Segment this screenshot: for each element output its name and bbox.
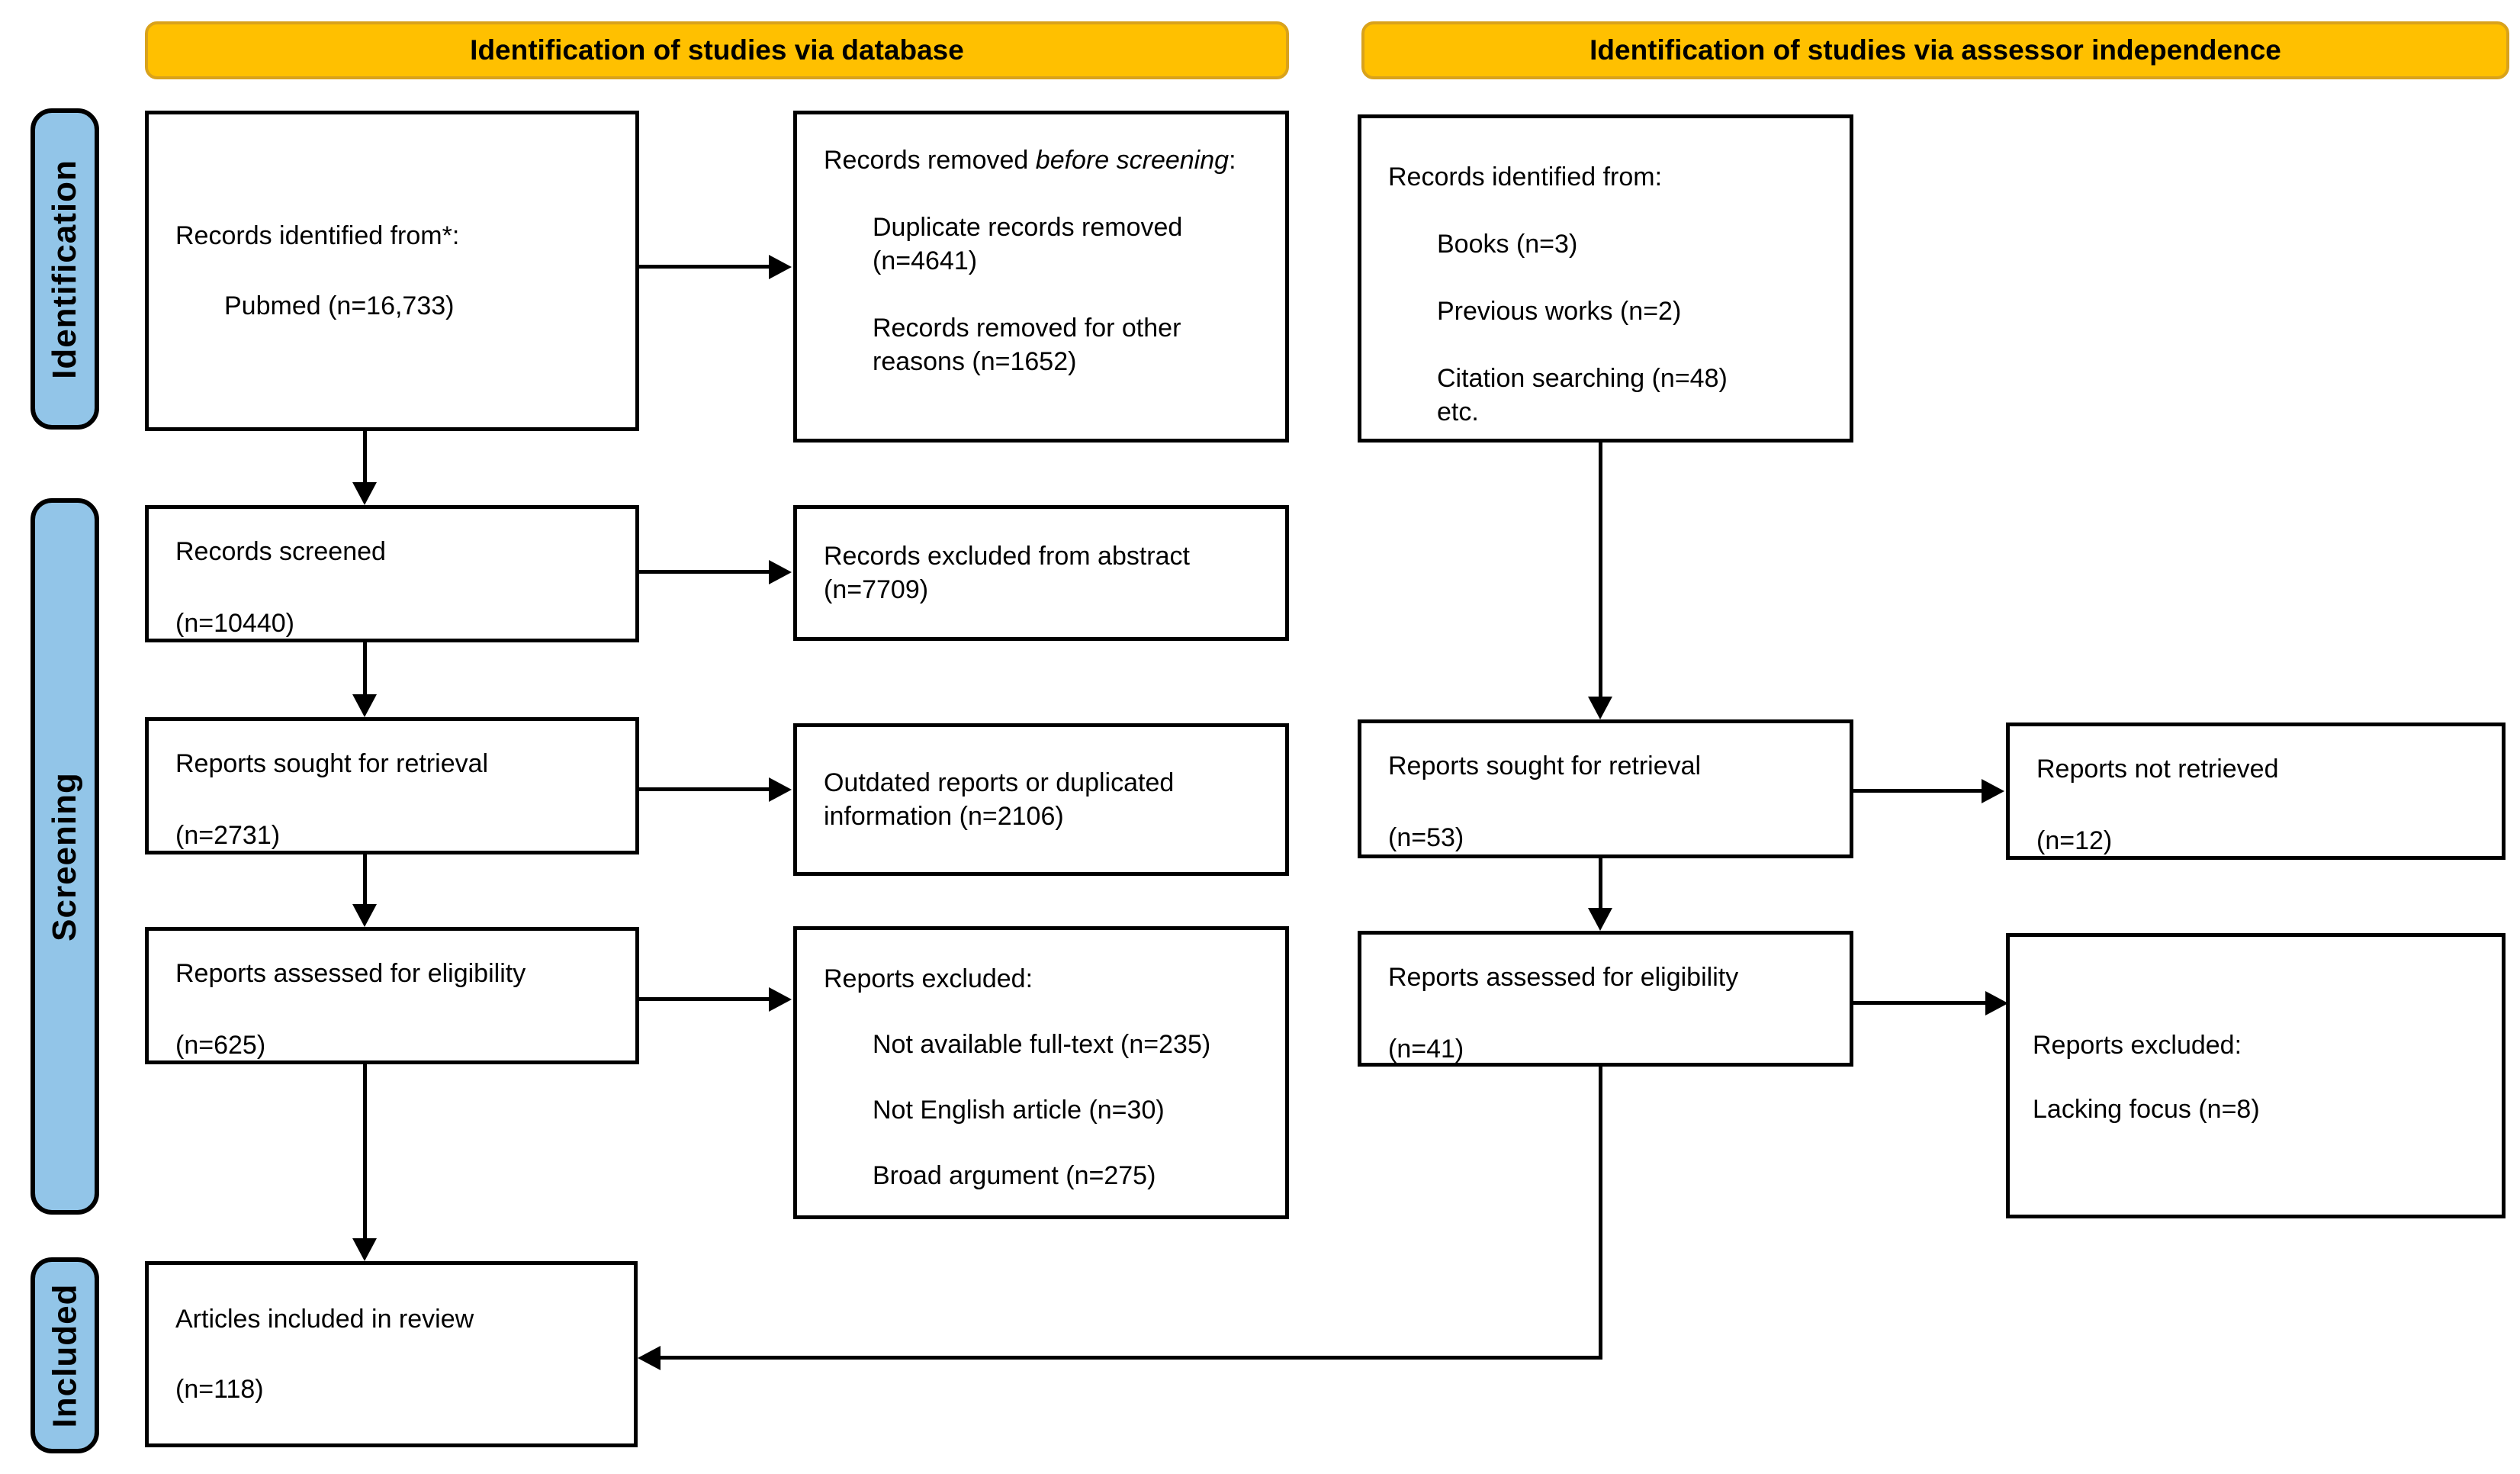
reports-excluded-db-title: Reports excluded: — [824, 964, 1033, 993]
banner-database: Identification of studies via database — [145, 21, 1289, 79]
box-records-screened: Records screened (n=10440) — [145, 505, 639, 642]
banner-assessor-label: Identification of studies via assessor i… — [1589, 34, 2281, 66]
box-outdated-reports: Outdated reports or duplicated informati… — [793, 723, 1289, 876]
records-removed-item-other: Records removed for other reasons (n=165… — [873, 314, 1181, 376]
reports-excluded-assessor-line2: Lacking focus (n=8) — [2033, 1095, 2260, 1124]
arrow-sought-to-assessed-line — [363, 854, 367, 906]
arrow-assessor-to-included-vline — [1599, 1067, 1602, 1360]
arrow-identified-to-removed-line — [639, 265, 770, 269]
arrow-screened-to-sought-head — [352, 694, 377, 717]
arrow-assessed-to-included-head — [352, 1238, 377, 1261]
records-identified-assessor-title: Records identified from: — [1388, 163, 1663, 191]
box-reports-sought-assessor: Reports sought for retrieval (n=53) — [1358, 719, 1853, 858]
arrow-assessed-to-excluded-head — [769, 987, 792, 1012]
excluded-item-fulltext: Not available full-text (n=235) — [873, 1030, 1211, 1059]
reports-not-retrieved-line1: Reports not retrieved — [2036, 755, 2279, 784]
arrow-sought-to-assessed-head — [352, 904, 377, 927]
assessor-item-previous-works: Previous works (n=2) — [1437, 297, 1682, 326]
records-identified-db-line1: Records identified from*: — [175, 221, 460, 250]
box-records-identified-db: Records identified from*: Pubmed (n=16,7… — [145, 111, 639, 431]
assessor-item-books: Books (n=3) — [1437, 230, 1578, 259]
articles-included-line1: Articles included in review — [175, 1305, 474, 1334]
box-records-removed-before-screening: Records removed before screening: Duplic… — [793, 111, 1289, 443]
arrow-assessed-to-lacking-focus-line — [1850, 1001, 1987, 1005]
arrow-assessed-to-included-line — [363, 1064, 367, 1240]
stage-identification: Identification — [31, 108, 99, 430]
banner-database-label: Identification of studies via database — [470, 34, 964, 66]
arrow-assessor-identified-to-sought-head — [1588, 697, 1612, 719]
records-identified-db-line2: Pubmed (n=16,733) — [224, 291, 455, 320]
reports-excluded-assessor-line1: Reports excluded: — [2033, 1031, 2242, 1060]
excluded-item-english: Not English article (n=30) — [873, 1096, 1165, 1125]
reports-not-retrieved-line2: (n=12) — [2036, 826, 2113, 855]
box-records-identified-assessor: Records identified from: Books (n=3) Pre… — [1358, 114, 1853, 443]
box-reports-assessed-assessor: Reports assessed for eligibility (n=41) — [1358, 931, 1853, 1067]
arrow-screened-to-excluded-line — [639, 570, 770, 574]
records-removed-title-suffix: : — [1229, 146, 1236, 175]
arrow-sought-to-outdated-line — [639, 787, 770, 791]
arrow-assessed-to-excluded-line — [639, 997, 770, 1001]
excluded-item-broad: Broad argument (n=275) — [873, 1161, 1156, 1190]
arrow-screened-to-sought-line — [363, 642, 367, 696]
box-reports-not-retrieved: Reports not retrieved (n=12) — [2006, 723, 2506, 860]
records-removed-title: Records removed before screening: — [824, 143, 1265, 177]
reports-assessed-db-line2: (n=625) — [175, 1031, 266, 1060]
arrow-sought-to-not-retrieved-head — [1982, 779, 2004, 803]
outdated-reports-text: Outdated reports or duplicated informati… — [824, 768, 1175, 831]
stage-identification-label: Identification — [46, 159, 83, 379]
arrow-assessor-sought-to-assessed-line — [1599, 858, 1602, 909]
reports-sought-assessor-line1: Reports sought for retrieval — [1388, 751, 1702, 780]
records-screened-line1: Records screened — [175, 537, 386, 566]
box-reports-excluded-db: Reports excluded: Not available full-tex… — [793, 926, 1289, 1219]
arrow-sought-to-not-retrieved-line — [1853, 789, 1983, 793]
records-screened-line2: (n=10440) — [175, 609, 294, 638]
reports-sought-assessor-line2: (n=53) — [1388, 823, 1464, 852]
arrow-assessor-sought-to-assessed-head — [1588, 908, 1612, 931]
arrow-identified-to-removed-head — [769, 255, 792, 279]
arrow-assessor-to-included-head — [638, 1346, 661, 1370]
box-reports-assessed-db: Reports assessed for eligibility (n=625) — [145, 927, 639, 1064]
records-removed-item-duplicates: Duplicate records removed (n=4641) — [873, 213, 1183, 275]
reports-assessed-db-line1: Reports assessed for eligibility — [175, 959, 526, 988]
arrow-assessor-identified-to-sought-line — [1599, 443, 1602, 698]
reports-sought-db-line1: Reports sought for retrieval — [175, 749, 489, 778]
reports-sought-db-line2: (n=2731) — [175, 821, 281, 850]
reports-assessed-assessor-line2: (n=41) — [1388, 1035, 1464, 1064]
stage-included: Included — [31, 1257, 99, 1453]
records-excluded-abstract-text: Records excluded from abstract (n=7709) — [824, 542, 1190, 604]
reports-assessed-assessor-line1: Reports assessed for eligibility — [1388, 963, 1739, 992]
stage-screening: Screening — [31, 498, 99, 1215]
arrow-assessed-to-lacking-focus-head — [1985, 991, 2008, 1015]
banner-assessor: Identification of studies via assessor i… — [1361, 21, 2509, 79]
arrow-assessor-to-included-hline — [661, 1356, 1602, 1360]
assessor-item-citation-searching: Citation searching (n=48) etc. — [1437, 364, 1728, 426]
box-reports-sought-db: Reports sought for retrieval (n=2731) — [145, 717, 639, 854]
records-removed-title-prefix: Records removed — [824, 146, 1036, 175]
arrow-identified-to-screened-head — [352, 482, 377, 505]
box-articles-included: Articles included in review (n=118) — [145, 1261, 638, 1447]
stage-included-label: Included — [46, 1283, 83, 1427]
arrow-identified-to-screened-line — [363, 431, 367, 484]
stage-screening-label: Screening — [46, 771, 83, 941]
articles-included-line2: (n=118) — [175, 1375, 264, 1404]
records-removed-title-italic: before screening — [1035, 146, 1229, 175]
box-records-excluded-abstract: Records excluded from abstract (n=7709) — [793, 505, 1289, 641]
arrow-screened-to-excluded-head — [769, 560, 792, 584]
arrow-sought-to-outdated-head — [769, 777, 792, 802]
box-reports-excluded-assessor: Reports excluded: Lacking focus (n=8) — [2006, 933, 2506, 1218]
